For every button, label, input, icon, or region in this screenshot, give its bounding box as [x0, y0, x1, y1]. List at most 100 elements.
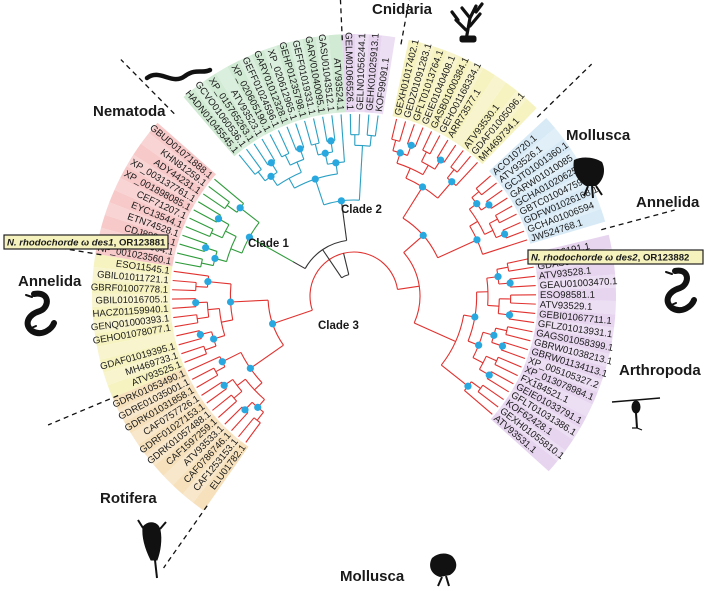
bootstrap-node-dot — [267, 159, 275, 167]
sector-band-arthropoda — [495, 128, 564, 186]
branch — [230, 248, 243, 254]
sector-band-arthropoda — [527, 208, 606, 244]
squid-icon — [430, 553, 457, 587]
branch-arc — [475, 188, 482, 196]
svg-text:N. rhodochorde ω des1, OR12388: N. rhodochorde ω des1, OR123881 — [7, 238, 166, 249]
sector-band-rotifera — [192, 441, 249, 511]
branch — [489, 218, 498, 224]
bootstrap-node-dot — [311, 175, 319, 183]
branch — [494, 364, 518, 377]
bootstrap-node-dot — [327, 137, 335, 145]
bootstrap-node-dot — [267, 172, 275, 180]
branch — [195, 285, 208, 288]
sector-band-mollusca_top — [364, 34, 383, 114]
branch — [284, 154, 291, 166]
branch — [446, 169, 455, 179]
squid-icon — [573, 157, 604, 199]
branch — [295, 123, 305, 148]
group-divider-dashed-line — [601, 209, 675, 231]
branch — [179, 243, 205, 253]
sector-band-mollusca_bottom — [496, 404, 566, 462]
polychaete-icon — [664, 267, 697, 314]
branch — [296, 161, 302, 173]
sector-band-annelida_right — [436, 61, 484, 137]
branch — [490, 371, 514, 385]
branch — [358, 145, 364, 201]
branch — [340, 200, 348, 241]
sector-band-annelida_left — [103, 349, 182, 386]
branch — [250, 344, 284, 369]
branch — [233, 390, 243, 399]
branch — [202, 193, 226, 209]
branch — [464, 390, 493, 415]
sector-band-cnidaria — [302, 36, 327, 116]
group-divider-dashed-line — [400, 0, 410, 45]
sector-band-mollusca_bottom — [502, 396, 574, 451]
branch — [201, 381, 223, 396]
bootstrap-node-dot — [269, 320, 277, 328]
sector-band-rotifera — [154, 415, 221, 476]
sector-band-mollusca_bottom — [517, 372, 593, 417]
sector-band-rotifera — [138, 400, 208, 456]
branch — [477, 391, 499, 408]
branch — [481, 182, 497, 196]
bootstrap-node-dot — [218, 358, 226, 366]
branch-arc — [505, 326, 509, 335]
branch — [218, 400, 237, 418]
branch — [292, 261, 306, 270]
bootstrap-node-dot — [475, 341, 483, 349]
branch — [486, 378, 510, 393]
branch — [437, 239, 478, 259]
leaf-label: GEAU01003470.1 — [539, 276, 617, 291]
sector-band-annelida_left — [107, 358, 185, 398]
branch — [172, 289, 196, 292]
sector-band-arthropoda — [506, 149, 579, 201]
bootstrap-node-dot — [407, 141, 415, 149]
sector-band-rotifera — [124, 384, 198, 434]
branch — [189, 217, 214, 230]
sector-band-annelida_left — [92, 280, 171, 295]
group-divider-dashed-line — [120, 59, 175, 115]
branch — [185, 226, 210, 238]
group-divider-dashed-line — [339, 0, 343, 41]
bootstrap-node-dot — [296, 145, 304, 153]
branch — [486, 189, 503, 202]
branch-arc — [226, 236, 237, 262]
bootstrap-node-dot — [211, 254, 219, 263]
branch — [443, 144, 457, 163]
leaf-label: HACZ01159940.1 — [92, 304, 169, 320]
sector-band-rotifera — [112, 367, 189, 410]
sector-band-cnidaria — [263, 45, 300, 124]
branch-arc — [309, 251, 399, 311]
branch — [253, 143, 269, 166]
branch — [173, 270, 209, 277]
branch — [215, 366, 226, 373]
highlight-box-des1: N. rhodochorde ω des1, OR123881 — [3, 234, 169, 250]
sector-band-annelida_left — [99, 340, 179, 373]
branch — [172, 306, 196, 309]
branch — [392, 140, 397, 151]
branch — [471, 191, 480, 198]
bootstrap-node-dot — [418, 183, 427, 191]
sector-band-arthropoda — [524, 196, 602, 235]
branch — [505, 334, 531, 342]
phylum-label-rotifera: Rotifera — [100, 490, 157, 507]
branch — [207, 308, 220, 311]
branch — [343, 253, 350, 275]
sector-band-rotifera — [182, 435, 241, 503]
branch-arc — [196, 314, 199, 323]
phylum-label-annelida-left: Annelida — [18, 273, 82, 290]
bootstrap-node-dot — [220, 381, 228, 389]
sector-band-mollusca_bottom — [536, 261, 616, 281]
branch — [254, 382, 263, 391]
sector-band-annelida_right — [410, 46, 448, 125]
bootstrap-node-dot — [494, 273, 502, 281]
phylum-label-mollusca-bottom: Mollusca — [340, 568, 405, 585]
branch — [510, 302, 536, 305]
branch — [313, 118, 320, 144]
bootstrap-nodes — [192, 137, 514, 414]
bootstrap-node-dot — [419, 231, 427, 240]
sector-band-mollusca_bottom — [531, 336, 610, 367]
sector-band-cnidaria — [276, 42, 309, 121]
